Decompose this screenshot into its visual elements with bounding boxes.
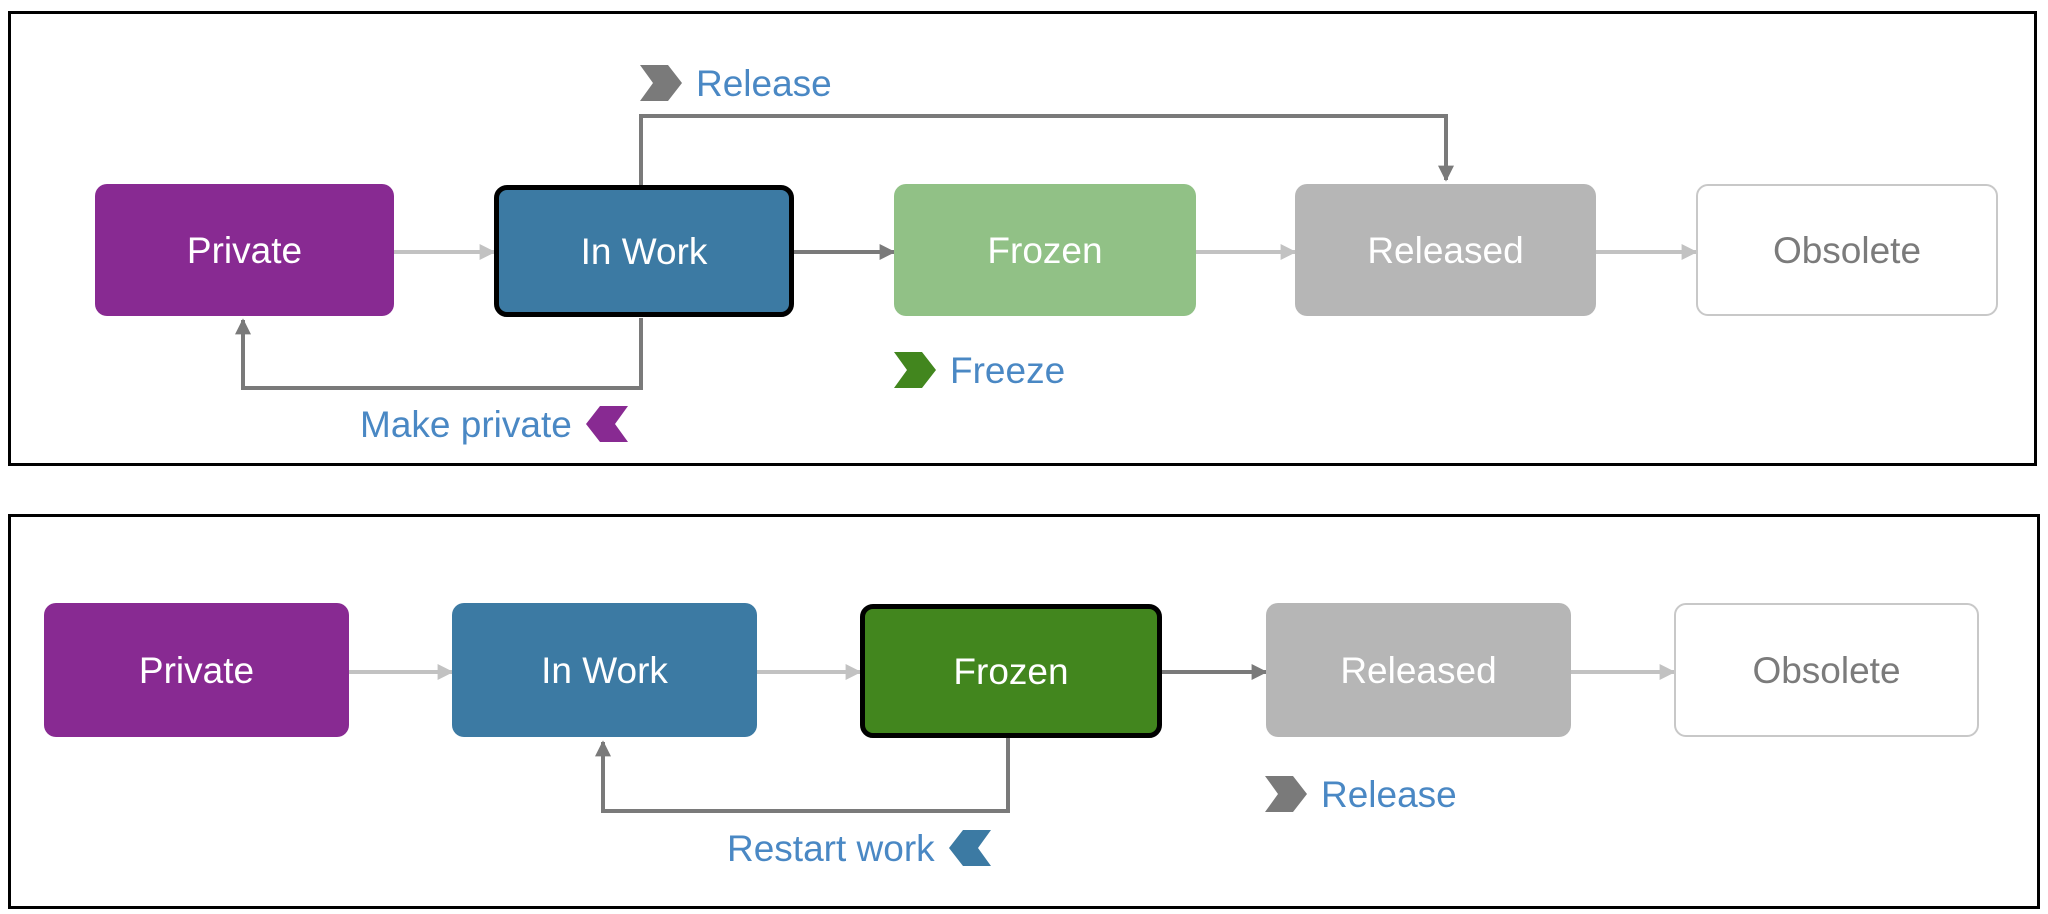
state-label: Released (1367, 229, 1524, 271)
state-in-work[interactable]: In Work (452, 603, 757, 737)
state-label: Private (138, 649, 255, 691)
action-label: Release (696, 62, 832, 104)
state-released[interactable]: Released (1266, 603, 1571, 737)
state-frozen-current[interactable]: Frozen (860, 604, 1162, 738)
action-label: Make private (360, 403, 572, 445)
state-label: Frozen (953, 650, 1069, 692)
action-make-private[interactable]: Make private (360, 404, 630, 444)
action-release[interactable]: Release (1263, 774, 1457, 814)
chevron-forward-icon (894, 352, 936, 388)
action-label: Freeze (950, 349, 1066, 391)
state-frozen[interactable]: Frozen (894, 184, 1196, 316)
action-restart-work[interactable]: Restart work (727, 828, 993, 868)
state-label: Released (1340, 649, 1497, 691)
action-label: Release (1321, 773, 1457, 815)
action-label: Restart work (727, 827, 935, 869)
action-freeze[interactable]: Freeze (892, 350, 1065, 390)
state-private[interactable]: Private (95, 184, 394, 316)
state-label: Obsolete (1752, 649, 1901, 691)
state-label: Private (186, 229, 303, 271)
state-label: Frozen (987, 229, 1103, 271)
state-obsolete[interactable]: Obsolete (1696, 184, 1998, 316)
state-obsolete[interactable]: Obsolete (1674, 603, 1979, 737)
chevron-back-icon (585, 406, 628, 442)
state-label: In Work (541, 649, 668, 691)
state-label: In Work (580, 230, 708, 272)
chevron-forward-icon (640, 65, 682, 101)
action-release[interactable]: Release (638, 63, 832, 103)
chevron-back-icon (948, 830, 991, 866)
state-private[interactable]: Private (44, 603, 349, 737)
chevron-forward-icon (1265, 776, 1307, 812)
state-in-work-current[interactable]: In Work (494, 185, 794, 317)
state-label: Obsolete (1772, 229, 1922, 271)
state-released[interactable]: Released (1295, 184, 1596, 316)
